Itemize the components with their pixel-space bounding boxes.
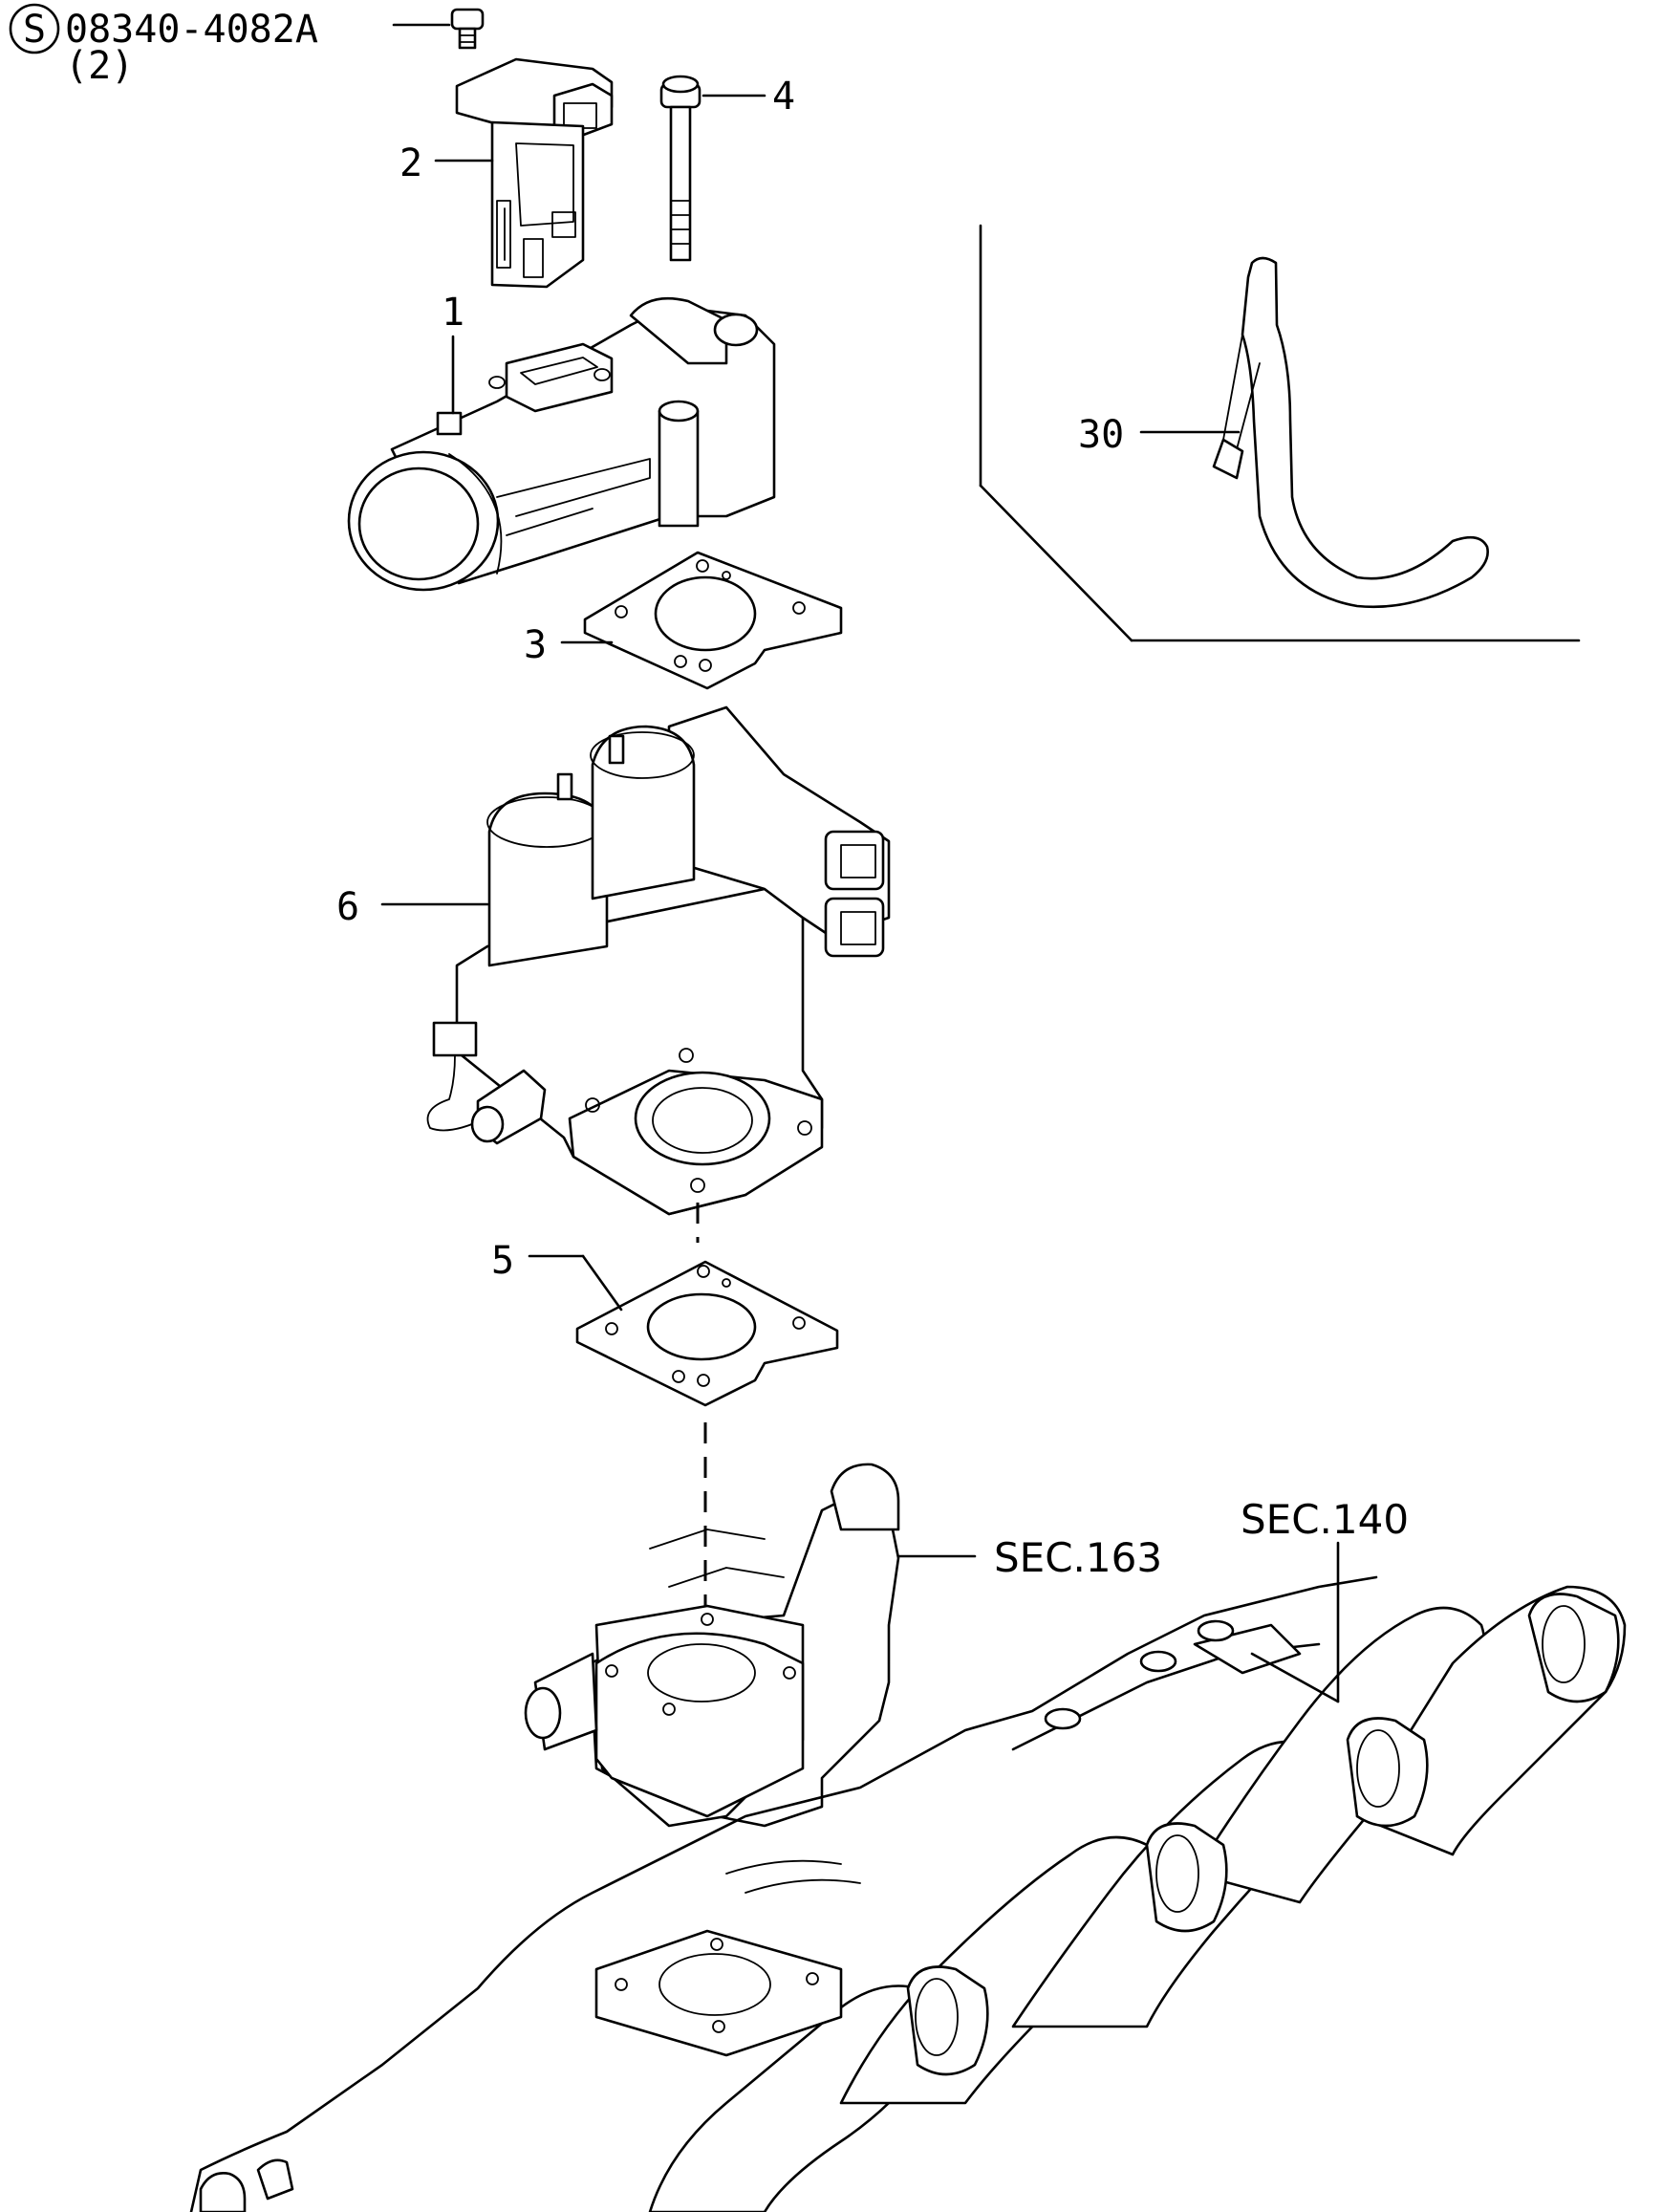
sec163-label: SEC.163: [994, 1534, 1162, 1581]
screw-part-number: 08340-4082A: [65, 8, 318, 52]
part-6-valve-block: [426, 705, 891, 1216]
inset-box: [979, 224, 1581, 642]
part-5-gasket: [575, 1260, 839, 1407]
svg-text:4: 4: [772, 75, 795, 119]
svg-text:6: 6: [336, 885, 359, 929]
callout-4: 4: [701, 75, 795, 119]
callout-5: 5: [491, 1239, 623, 1312]
sec140-label: SEC.140: [1241, 1496, 1409, 1543]
part-4-bolt: [659, 75, 701, 262]
svg-text:1: 1: [442, 291, 464, 335]
svg-text:30: 30: [1078, 413, 1124, 457]
screw-callout: S 08340-4082A (2): [9, 3, 451, 88]
callout-30: 30: [1078, 413, 1241, 457]
sec163-assembly: [524, 1463, 900, 1828]
part-30-hose: [1212, 256, 1489, 609]
screw-part: [450, 8, 485, 50]
callout-6: 6: [336, 885, 489, 929]
svg-text:3: 3: [524, 623, 547, 667]
callout-3: 3: [524, 623, 614, 667]
screw-symbol-circle: [9, 3, 60, 54]
part-1-throttle-chamber: [347, 296, 776, 592]
callout-2: 2: [399, 141, 494, 185]
part-2-airflow-sensor: [455, 57, 614, 289]
svg-text:2: 2: [399, 141, 422, 185]
screw-symbol: S: [23, 8, 46, 52]
part-3-gasket: [583, 551, 843, 690]
callout-sec163: SEC.163: [896, 1534, 1162, 1581]
svg-text:5: 5: [491, 1239, 514, 1283]
callout-sec140: SEC.140: [1241, 1496, 1409, 1703]
callout-1: 1: [442, 291, 464, 415]
sec140-intake-manifold: [189, 1575, 1627, 2212]
screw-quantity: (2): [65, 44, 134, 88]
